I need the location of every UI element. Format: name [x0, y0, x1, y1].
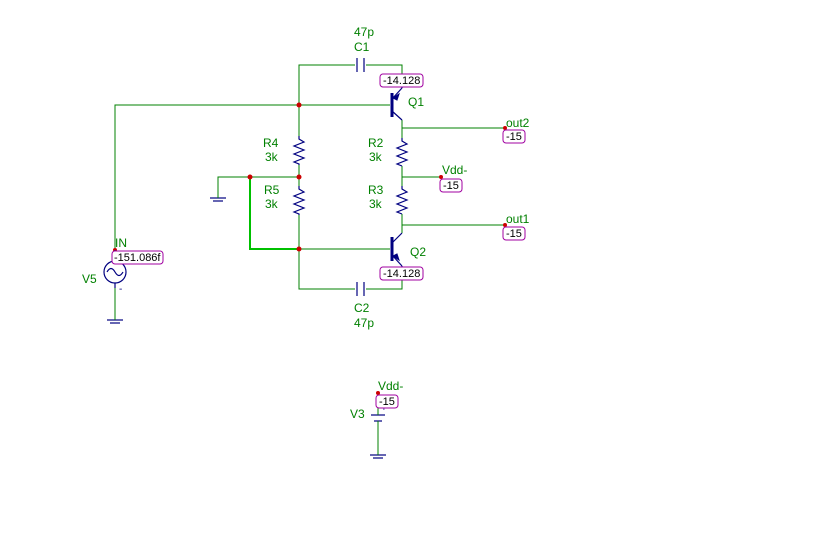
resistor-r4[interactable]	[292, 136, 306, 165]
v3-ref: V3	[350, 407, 365, 421]
resistor-zigzag	[292, 136, 306, 165]
junctions	[113, 102, 507, 395]
pin-dot	[439, 175, 443, 179]
c1-ref: C1	[354, 40, 370, 54]
wire-c2-left[interactable]	[298, 249, 355, 290]
resistor-zigzag	[395, 186, 409, 215]
sine-wave-icon	[106, 267, 124, 277]
transistor-arrow	[392, 253, 400, 262]
resistor-r5[interactable]	[292, 186, 306, 215]
probe-vdd-v3[interactable]: -15	[375, 394, 399, 409]
pin-dot	[503, 223, 507, 227]
c1-value: 47p	[354, 25, 374, 39]
probe-value: -15	[443, 180, 459, 192]
transistor-q1[interactable]	[390, 80, 403, 121]
r5-ref: R5	[264, 183, 280, 197]
wire-c1-right[interactable]	[366, 64, 403, 77]
wire-c2-right[interactable]	[366, 277, 403, 290]
r3-value: 3k	[369, 197, 383, 211]
junction-dot	[296, 102, 302, 108]
probe-vdd-top[interactable]: -15	[439, 178, 463, 193]
probe-value: -15	[506, 131, 522, 143]
probe-box	[502, 226, 526, 241]
probe-out1[interactable]: -15	[502, 226, 526, 241]
node-label-out2: out2	[506, 116, 530, 130]
pin-dot	[376, 391, 380, 395]
probe-value: -151.086f	[114, 252, 161, 264]
probe-box	[375, 394, 399, 409]
wire-selected[interactable]	[249, 177, 299, 250]
junction-dot	[247, 174, 253, 180]
resistor-zigzag	[292, 186, 306, 215]
c2-ref: C2	[354, 301, 370, 315]
junction-dot	[296, 246, 302, 252]
probe-value: -15	[506, 228, 522, 240]
r2-value: 3k	[369, 150, 383, 164]
q1-ref: Q1	[408, 95, 424, 109]
probe-q1-emitter[interactable]: -14.128	[379, 73, 424, 88]
probe-values: -14.128 -15 -15 -15 -151.086f -14.128 -1…	[111, 73, 526, 409]
ground-symbol-v3[interactable]	[370, 452, 386, 459]
c2-value: 47p	[354, 316, 374, 330]
probe-box	[379, 73, 424, 88]
probe-q2-emitter[interactable]: -14.128	[379, 266, 424, 281]
probe-box	[502, 129, 526, 144]
probe-box	[111, 250, 164, 265]
node-label-vdd-v3: Vdd-	[378, 379, 403, 393]
ground-symbol-mid[interactable]	[210, 193, 226, 202]
probe-in[interactable]: -151.086f	[111, 250, 164, 265]
probe-box	[379, 266, 424, 281]
probe-box	[439, 178, 463, 193]
r5-value: 3k	[265, 197, 279, 211]
node-label-in: IN	[115, 236, 127, 250]
q2-ref: Q2	[410, 245, 426, 259]
capacitor-c1[interactable]	[356, 58, 365, 72]
capacitor-c2[interactable]	[356, 282, 365, 296]
node-label-out1: out1	[506, 212, 530, 226]
junction-dot	[296, 174, 302, 180]
r2-ref: R2	[368, 136, 384, 150]
transistor-arrow	[392, 92, 400, 101]
wires	[114, 64, 505, 452]
ground-symbol-v5[interactable]	[107, 316, 123, 324]
probe-value: -15	[379, 396, 395, 408]
transistor-q2[interactable]	[390, 232, 403, 272]
probe-out2[interactable]: -15	[502, 129, 526, 144]
probe-value: -14.128	[383, 75, 420, 87]
transistor-collector	[391, 110, 403, 121]
r3-ref: R3	[368, 183, 384, 197]
resistor-r2[interactable]	[395, 138, 409, 167]
resistor-zigzag	[395, 138, 409, 167]
r4-ref: R4	[263, 136, 279, 150]
r4-value: 3k	[265, 150, 279, 164]
node-label-vdd: Vdd-	[442, 163, 467, 177]
v5-ref: V5	[82, 272, 97, 286]
component-labels: 47p C1 Q1 R4 3k R5 3k R2 3k R3 3k Q2 C2 …	[82, 25, 426, 421]
resistor-r3[interactable]	[395, 186, 409, 215]
minus-sign: -	[119, 284, 122, 295]
wire-c1-left[interactable]	[298, 64, 355, 105]
wire-ground-node[interactable]	[217, 176, 299, 193]
probe-value: -14.128	[383, 268, 420, 280]
node-labels: IN out2 Vdd- out1 Vdd-	[115, 116, 530, 393]
transistor-collector	[391, 232, 403, 244]
pin-dot	[503, 126, 507, 130]
